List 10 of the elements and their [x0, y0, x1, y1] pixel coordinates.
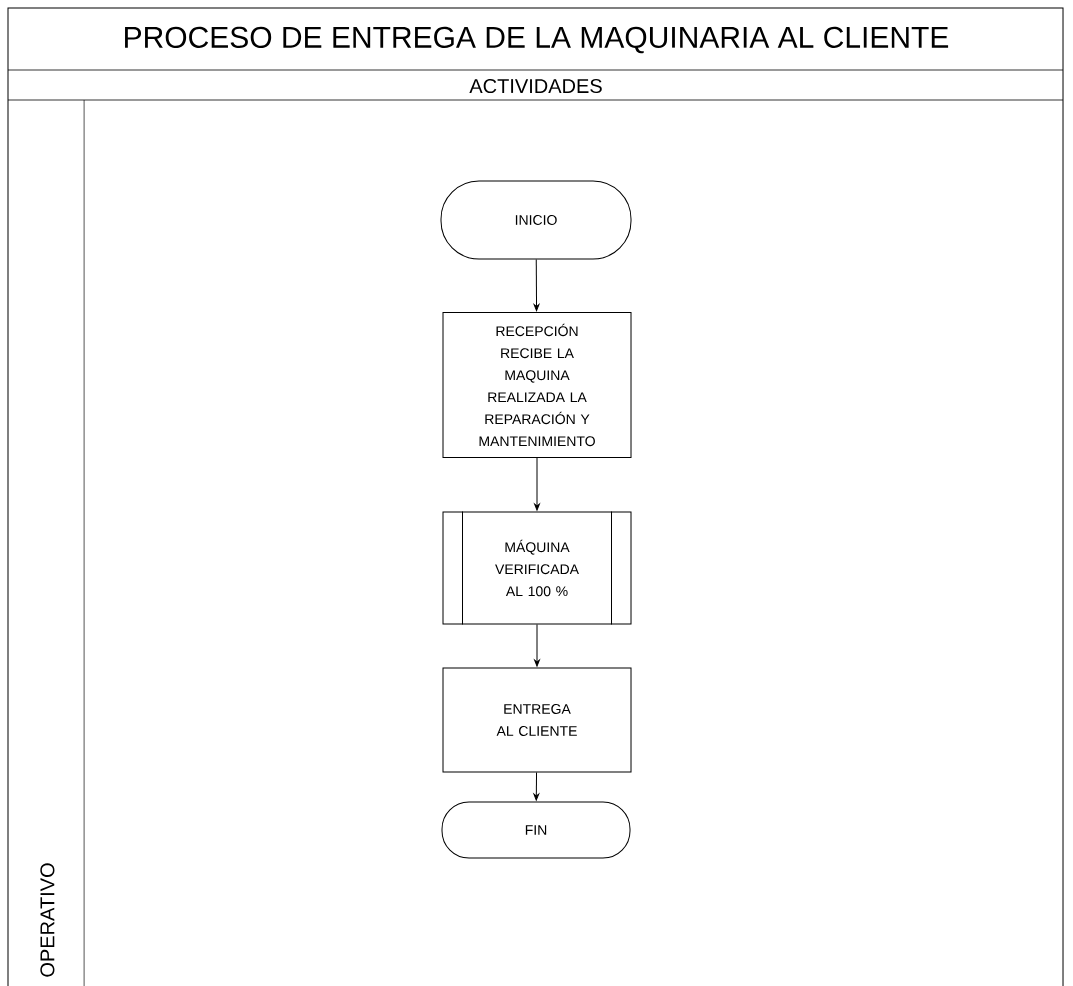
arrow	[533, 772, 540, 801]
process-box: RECEPCIÓN RECIBE LA MAQUINA REALIZADA LA REPARACIÓN Y MANTENIMIENTO	[442, 312, 632, 458]
process-box: ENTREGA AL CLIENTE	[442, 667, 632, 773]
lane-label: OPERATIVO	[40, 863, 55, 977]
title: PROCESO DE ENTREGA DE LA MAQUINARIA AL CLIENTE	[125, 26, 949, 54]
arrow	[534, 457, 540, 511]
arrow	[534, 624, 540, 667]
predefined-process-box: MÁQUINA VERIFICADA AL 100 %	[442, 511, 632, 625]
column-header: ACTIVIDADES	[469, 78, 602, 94]
arrow	[533, 259, 540, 312]
